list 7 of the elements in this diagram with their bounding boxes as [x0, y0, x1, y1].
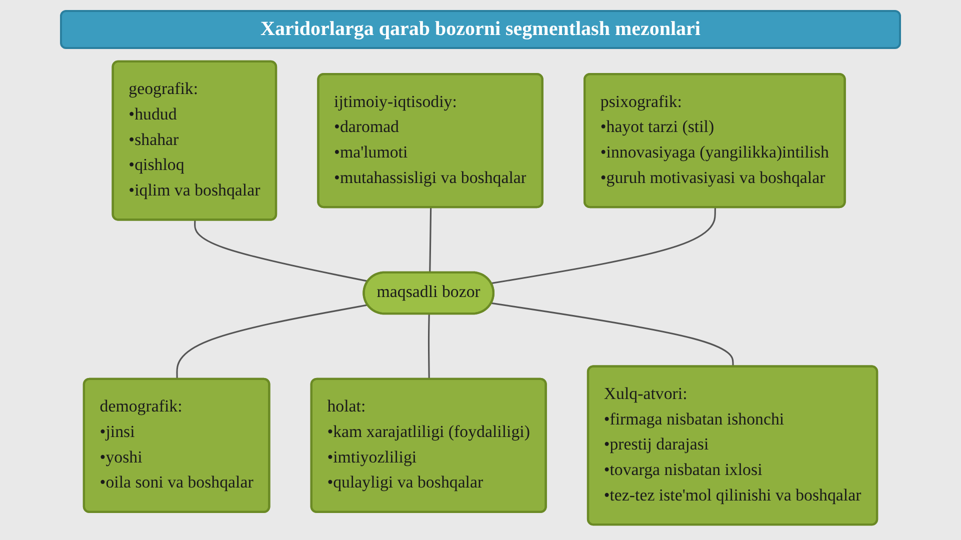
title-banner: Xaridorlarga qarab bozorni segmentlash mezonlari: [60, 10, 901, 49]
connector: [491, 302, 734, 367]
connector: [491, 208, 716, 284]
connector: [176, 304, 368, 380]
connector: [194, 220, 368, 282]
connector: [429, 208, 432, 273]
connector: [428, 314, 430, 380]
